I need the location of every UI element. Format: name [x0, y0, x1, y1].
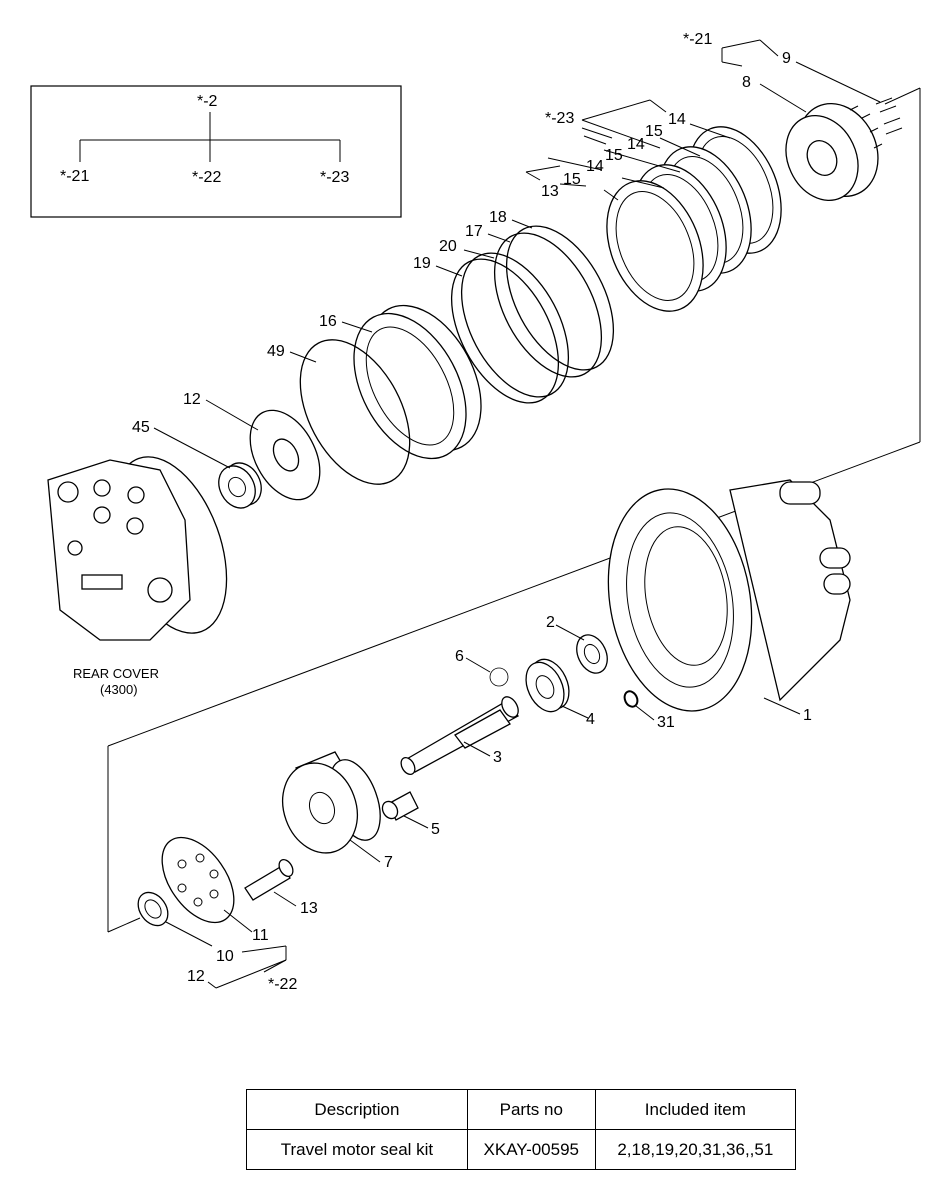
cell-parts-no: XKAY-00595 [466, 1129, 596, 1170]
callout-labels: *-21 9 8 *-23 14 15 14 15 14 15 13 18 17… [132, 31, 812, 993]
part-housing-1 [607, 479, 851, 712]
callout-18: 18 [489, 209, 507, 226]
part-bearing-4 [525, 658, 570, 713]
header-included-item: Included item [594, 1089, 797, 1130]
part-seal-2 [576, 634, 608, 674]
leader-lines [153, 39, 881, 989]
callout-17: 17 [465, 223, 483, 240]
part-retainer-plate-11 [161, 836, 235, 924]
callout-31: 31 [657, 714, 675, 731]
callout-19: 19 [413, 255, 431, 272]
callout-10: 10 [216, 948, 234, 965]
callout-3: 3 [493, 749, 502, 766]
rear-cover-number: (4300) [100, 682, 138, 697]
callout-49: 49 [267, 343, 285, 360]
part-bearing-45 [218, 462, 262, 509]
callout-15a: 15 [645, 123, 663, 140]
callout-16: 16 [319, 313, 337, 330]
part-piston-13 [244, 858, 294, 901]
callout-k21: *-21 [683, 31, 712, 48]
callout-13b: 13 [300, 900, 318, 917]
part-rear-cover [47, 456, 228, 641]
callout-14a: 14 [668, 111, 686, 128]
callout-2: 2 [546, 614, 555, 631]
callout-14c: 14 [586, 158, 604, 175]
callout-5: 5 [431, 821, 440, 838]
legend-child-21: *-21 [60, 168, 89, 185]
callout-8: 8 [742, 74, 751, 91]
callout-k23: *-23 [545, 110, 574, 127]
cell-included-item: 2,18,19,20,31,36,,51 [594, 1129, 797, 1170]
table-header-row: Description Parts no Included item [246, 1089, 797, 1130]
part-ball-6 [489, 667, 509, 687]
part-shaft-3 [400, 696, 520, 776]
header-description: Description [246, 1089, 468, 1130]
part-oring-49 [299, 339, 411, 485]
callout-15c: 15 [563, 171, 581, 188]
callout-9: 9 [782, 50, 791, 67]
part-rings-17-18 [493, 225, 615, 378]
callout-20: 20 [439, 238, 457, 255]
legend-child-23: *-23 [320, 169, 349, 186]
part-valve-plate [785, 97, 903, 202]
kit-legend-box: *-2 *-21 *-22 *-23 [30, 85, 402, 218]
part-retainer-5 [381, 791, 419, 821]
part-rings-19-20 [450, 252, 570, 404]
callout-7: 7 [384, 854, 393, 871]
part-cylinder-block-7 [282, 751, 381, 854]
legend-child-22: *-22 [192, 169, 221, 186]
legend-top-label: *-2 [197, 93, 218, 110]
part-brake-discs [606, 126, 782, 312]
callout-15b: 15 [605, 147, 623, 164]
callout-4: 4 [586, 711, 595, 728]
table-row: Travel motor seal kit XKAY-00595 2,18,19… [246, 1129, 797, 1170]
callout-6: 6 [455, 648, 464, 665]
part-piston [353, 304, 482, 460]
callout-11: 11 [252, 927, 269, 944]
callout-1: 1 [803, 707, 812, 724]
part-ball-guide-10 [137, 891, 169, 927]
callout-14b: 14 [627, 136, 645, 153]
seal-kit-table: Description Parts no Included item Trave… [246, 1089, 797, 1170]
callout-12a: 12 [183, 391, 201, 408]
callout-k22: *-22 [268, 976, 297, 993]
rear-cover-label: REAR COVER [73, 666, 159, 681]
callout-12b: 12 [187, 968, 205, 985]
part-ring-31 [623, 690, 639, 708]
callout-13a: 13 [541, 183, 559, 200]
header-parts-no: Parts no [466, 1089, 596, 1130]
part-plate-12 [249, 409, 321, 501]
callout-45: 45 [132, 419, 150, 436]
cell-description: Travel motor seal kit [246, 1129, 468, 1170]
